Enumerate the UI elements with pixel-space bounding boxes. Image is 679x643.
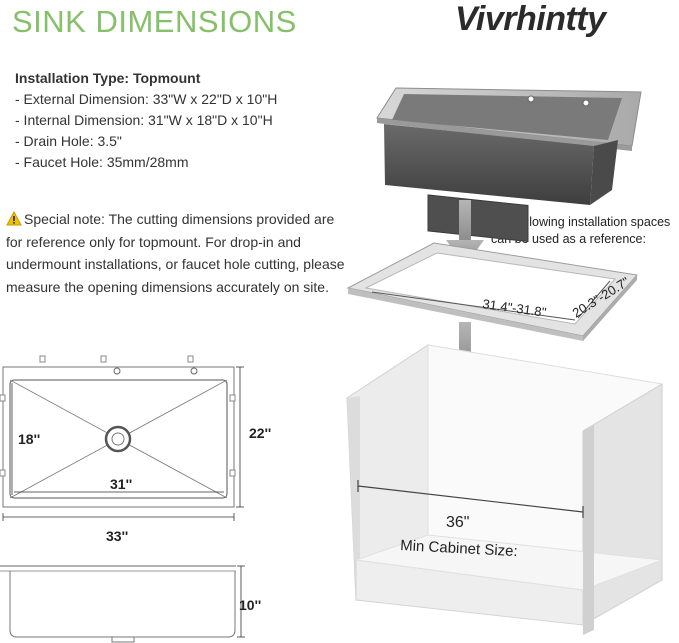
cutout-frame <box>346 242 638 341</box>
cabinet-width-label: 36" <box>446 514 469 531</box>
sink-3d-illustration <box>376 87 642 243</box>
top-view-drawing <box>0 355 244 521</box>
spec-item-drain: - Drain Hole: 3.5" <box>15 133 122 149</box>
side-view-drawing <box>0 565 245 643</box>
brand-logo: Vivrhintty <box>455 0 606 38</box>
installation-note-line1: The following installation spaces <box>491 215 671 229</box>
page-title: SINK DIMENSIONS <box>12 4 297 39</box>
spec-list: Installation Type: Topmount - External D… <box>15 68 277 173</box>
special-note: Special note: The cutting dimensions pro… <box>6 208 351 298</box>
side-height-label: 10'' <box>239 597 261 613</box>
inner-depth-label: 18'' <box>18 431 40 447</box>
outer-width-label: 33'' <box>106 528 128 544</box>
spec-heading: Installation Type: Topmount <box>15 70 201 86</box>
warning-icon <box>6 208 24 231</box>
min-cabinet-size-label: Min Cabinet Size: <box>400 537 518 560</box>
spec-item-internal: - Internal Dimension: 31"W x 18"D x 10"H <box>15 112 273 128</box>
outer-depth-label: 22'' <box>249 425 271 441</box>
installation-note-line2: can be used as a reference: <box>491 232 646 246</box>
spec-item-faucet: - Faucet Hole: 35mm/28mm <box>15 154 189 170</box>
inner-width-label: 31'' <box>110 476 132 492</box>
spec-item-external: - External Dimension: 33"W x 22"D x 10"H <box>15 91 278 107</box>
cabinet-illustration <box>345 344 664 635</box>
installation-space-note: The following installation spaces can be… <box>491 214 679 248</box>
special-note-text: Special note: The cutting dimensions pro… <box>6 211 345 295</box>
